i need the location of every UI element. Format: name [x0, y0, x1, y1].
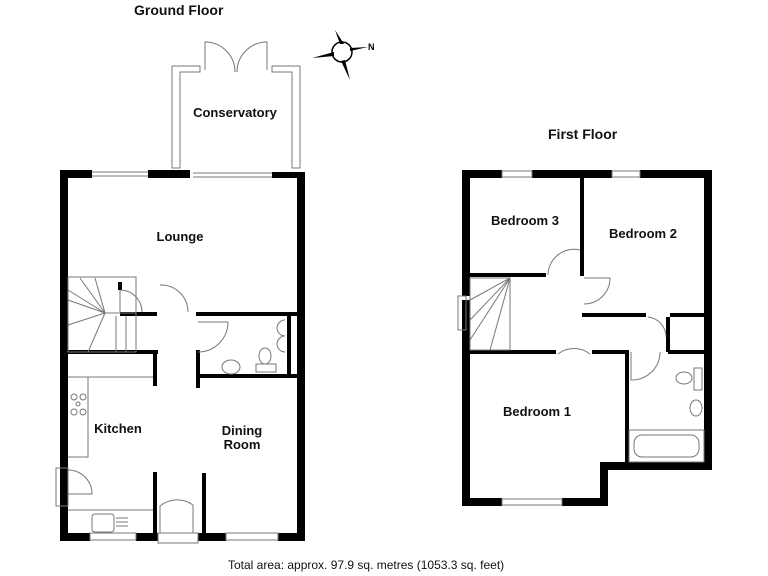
- room-label-bedroom-3: Bedroom 3: [491, 213, 559, 228]
- compass-north-label: N: [368, 42, 375, 52]
- ground-floor-title: Ground Floor: [134, 2, 224, 18]
- ground-floor-fixtures: [55, 41, 301, 544]
- room-label-lounge: Lounge: [156, 229, 204, 244]
- first-floor-plan: [462, 170, 712, 506]
- first-floor-fixtures: [457, 170, 705, 506]
- dining-line1: Dining: [221, 423, 263, 438]
- first-floor-title: First Floor: [548, 126, 618, 142]
- compass-rose-icon: [312, 30, 368, 80]
- room-label-kitchen: Kitchen: [94, 421, 142, 436]
- ground-floor-plan: [60, 170, 305, 541]
- room-label-conservatory: Conservatory: [193, 105, 277, 120]
- room-label-bedroom-2: Bedroom 2: [609, 226, 677, 241]
- room-label-bedroom-1: Bedroom 1: [503, 404, 571, 419]
- dining-line2: Room: [223, 437, 261, 452]
- total-area-text: Total area: approx. 97.9 sq. metres (105…: [228, 558, 505, 572]
